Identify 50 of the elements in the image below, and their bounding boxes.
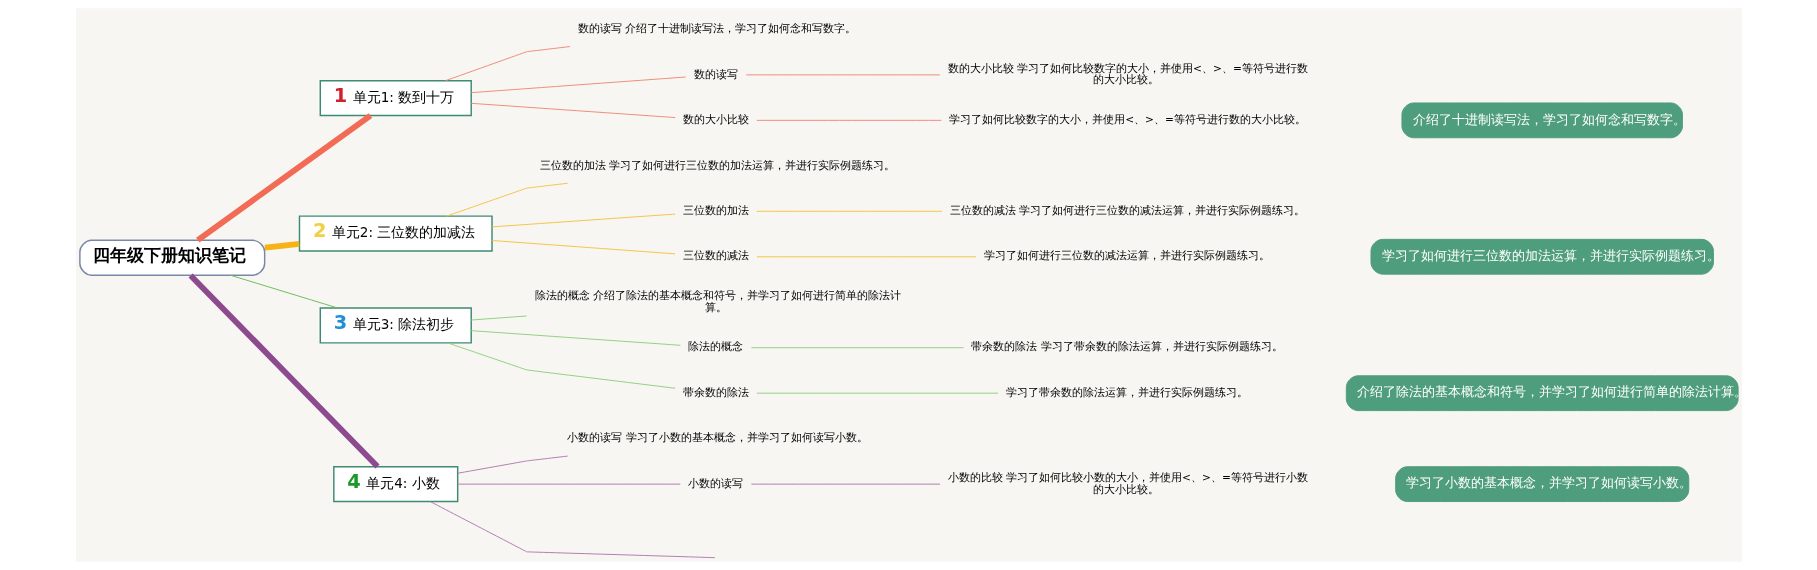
node-text: 数的读写	[693, 67, 738, 81]
node-text: 三位数的减法 学习了如何进行三位数的减法运算，并进行实际例题练习。	[949, 204, 1305, 218]
node-text: 数的大小比较	[682, 113, 749, 127]
node-text: 除法的概念 介绍了除法的基本概念和符号，并学习了如何进行简单的除法计算。	[534, 289, 901, 314]
connector	[446, 342, 676, 389]
connector	[750, 483, 940, 485]
node-text: 学习了带余数的除法运算，并进行实际例题练习。	[1005, 385, 1248, 399]
connector	[470, 315, 527, 321]
connector	[750, 347, 964, 349]
node-text: 三位数的加法	[682, 204, 749, 218]
connector	[188, 273, 380, 469]
connector	[195, 113, 372, 243]
node-text: 三位数的加法 学习了如何进行三位数的加法运算，并进行实际例题练习。	[539, 158, 895, 172]
connector	[445, 182, 568, 217]
node-text: 学习了如何比较数字的大小，并使用<、>、=等符号进行数的大小比较。	[948, 113, 1306, 127]
node-text: 带余数的除法 学习了带余数的除法运算，并进行实际例题练习。	[970, 340, 1283, 354]
node-box: 介绍了除法的基本概念和符号，并学习了如何进行简单的除法计算。	[1345, 375, 1739, 412]
connector	[457, 455, 568, 474]
connector	[491, 213, 676, 228]
node-text: 小数的读写	[687, 476, 743, 490]
connector	[745, 74, 940, 76]
connector	[491, 240, 676, 255]
node-text: 小数的读写 学习了小数的基本概念，并学习了如何读写小数。	[566, 431, 868, 445]
connector	[456, 483, 681, 485]
connector	[444, 46, 570, 82]
node-box: 介绍了十进制读写法，学习了如何念和写数字。	[1400, 102, 1683, 139]
connector	[264, 241, 299, 251]
connector	[470, 76, 686, 94]
node-box: 1 单元1: 数到十万	[319, 79, 472, 117]
node-text: 带余数的除法	[682, 385, 749, 399]
connector	[429, 501, 715, 559]
connector	[470, 330, 681, 346]
node-text: 小数的比较 学习了如何比较小数的大小，并使用<、>、=等符号进行小数的大小比较。	[947, 471, 1308, 496]
connector	[755, 392, 998, 394]
connector	[229, 274, 338, 309]
connector	[755, 210, 942, 212]
node-box: 学习了如何进行三位数的加法运算，并进行实际例题练习。	[1370, 238, 1714, 275]
node-text: 三位数的减法	[682, 249, 749, 263]
node-box: 4 单元4: 小数	[332, 466, 458, 503]
node-box: 3 单元3: 除法初步	[319, 307, 472, 344]
node-box: 2 单元2: 三位数的加减法	[298, 215, 493, 252]
node-text: 数的大小比较 学习了如何比较数字的大小，并使用<、>、=等符号进行数的大小比较。	[947, 61, 1308, 87]
node-text: 学习了如何进行三位数的减法运算，并进行实际例题练习。	[983, 249, 1270, 263]
connector	[755, 256, 976, 258]
node-box: 四年级下册知识笔记	[78, 239, 265, 276]
node-text: 除法的概念	[687, 340, 743, 354]
connector	[470, 102, 676, 119]
node-text: 数的读写 介绍了十进制读写法，学习了如何念和写数字。	[577, 22, 857, 36]
connector	[755, 119, 942, 121]
node-box: 学习了小数的基本概念，并学习了如何读写小数。	[1394, 466, 1689, 503]
